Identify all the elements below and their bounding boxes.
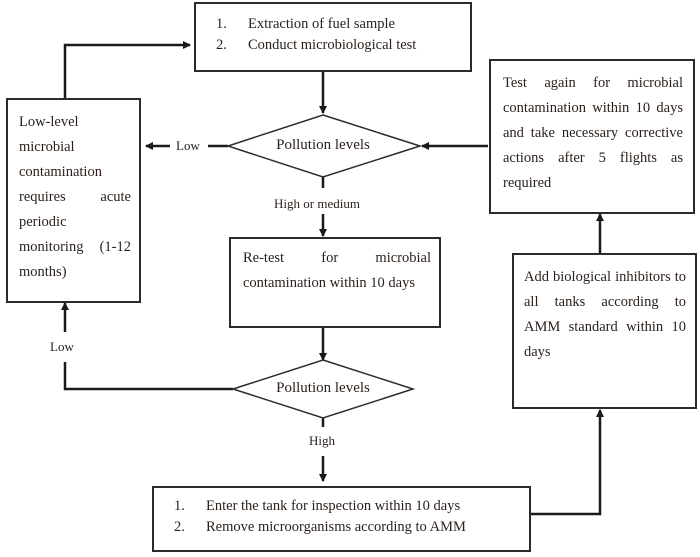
- low-level-monitoring-text: Low-level microbial contamination requir…: [19, 114, 131, 280]
- decision2-label: Pollution levels: [276, 380, 370, 396]
- edge-label-d1-low: Low: [176, 138, 200, 154]
- start-step-2: 2. Conduct microbiological test: [216, 37, 417, 53]
- decision2-diamond: [230, 359, 416, 419]
- retest-text: Re-test for microbial contamination with…: [243, 250, 431, 291]
- inspection-box: 1. Enter the tank for inspection within …: [152, 486, 531, 552]
- decision1-diamond: [225, 114, 423, 178]
- start-box: 1. Extraction of fuel sample 2. Conduct …: [194, 2, 472, 72]
- inhibitors-box: Add biological inhibitors to all tanks a…: [512, 253, 697, 409]
- test-again-box: Test again for microbial contamination w…: [489, 59, 695, 214]
- inhibitors-text: Add biological inhibitors to all tanks a…: [524, 269, 686, 360]
- edge-label-d1-high-medium: High or medium: [274, 196, 360, 212]
- retest-box: Re-test for microbial contamination with…: [229, 237, 441, 328]
- decision1-label: Pollution levels: [276, 137, 370, 153]
- test-again-text: Test again for microbial contamination w…: [503, 75, 683, 191]
- low-level-monitoring-box: Low-level microbial contamination requir…: [6, 98, 141, 303]
- inspection-step-1: 1. Enter the tank for inspection within …: [174, 498, 461, 514]
- edge-inspection-to-inhibitors: [530, 409, 604, 516]
- edge-label-d2-high: High: [309, 433, 335, 449]
- inspection-step-2: 2. Remove microorganisms according to AM…: [174, 519, 466, 535]
- edge-label-d2-low: Low: [50, 339, 74, 355]
- edge-lowbox-to-start: [63, 41, 191, 99]
- edge-decision2-low: [63, 362, 233, 391]
- start-step-1: 1. Extraction of fuel sample: [216, 16, 395, 32]
